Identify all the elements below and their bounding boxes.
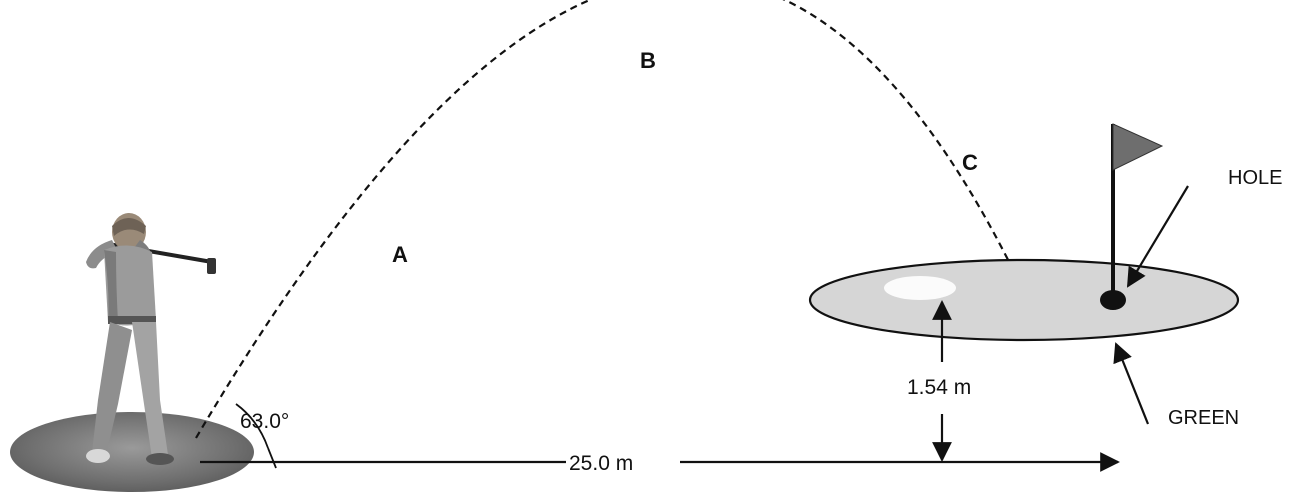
green-highlight — [884, 276, 956, 300]
green-pointer — [1113, 342, 1150, 425]
angle-tick — [267, 447, 277, 469]
tee-ground — [10, 412, 254, 492]
point-label-c: C — [962, 150, 978, 175]
distance-label: 25.0 m — [569, 452, 633, 475]
trajectory-path — [195, 0, 1023, 439]
angle-arc — [235, 403, 269, 449]
point-label-b: B — [640, 48, 656, 73]
hole-callout-label: HOLE — [1228, 167, 1282, 189]
flag-icon — [1111, 123, 1164, 298]
golfer-silhouette — [86, 213, 216, 465]
hole-dot — [1100, 290, 1126, 310]
point-label-a: A — [392, 242, 408, 267]
launch-angle-label: 63.0° — [240, 410, 289, 433]
hole-pointer — [1126, 185, 1189, 288]
height-label: 1.54 m — [907, 376, 971, 399]
green-callout-label: GREEN — [1168, 407, 1239, 429]
green-surface — [808, 258, 1240, 342]
